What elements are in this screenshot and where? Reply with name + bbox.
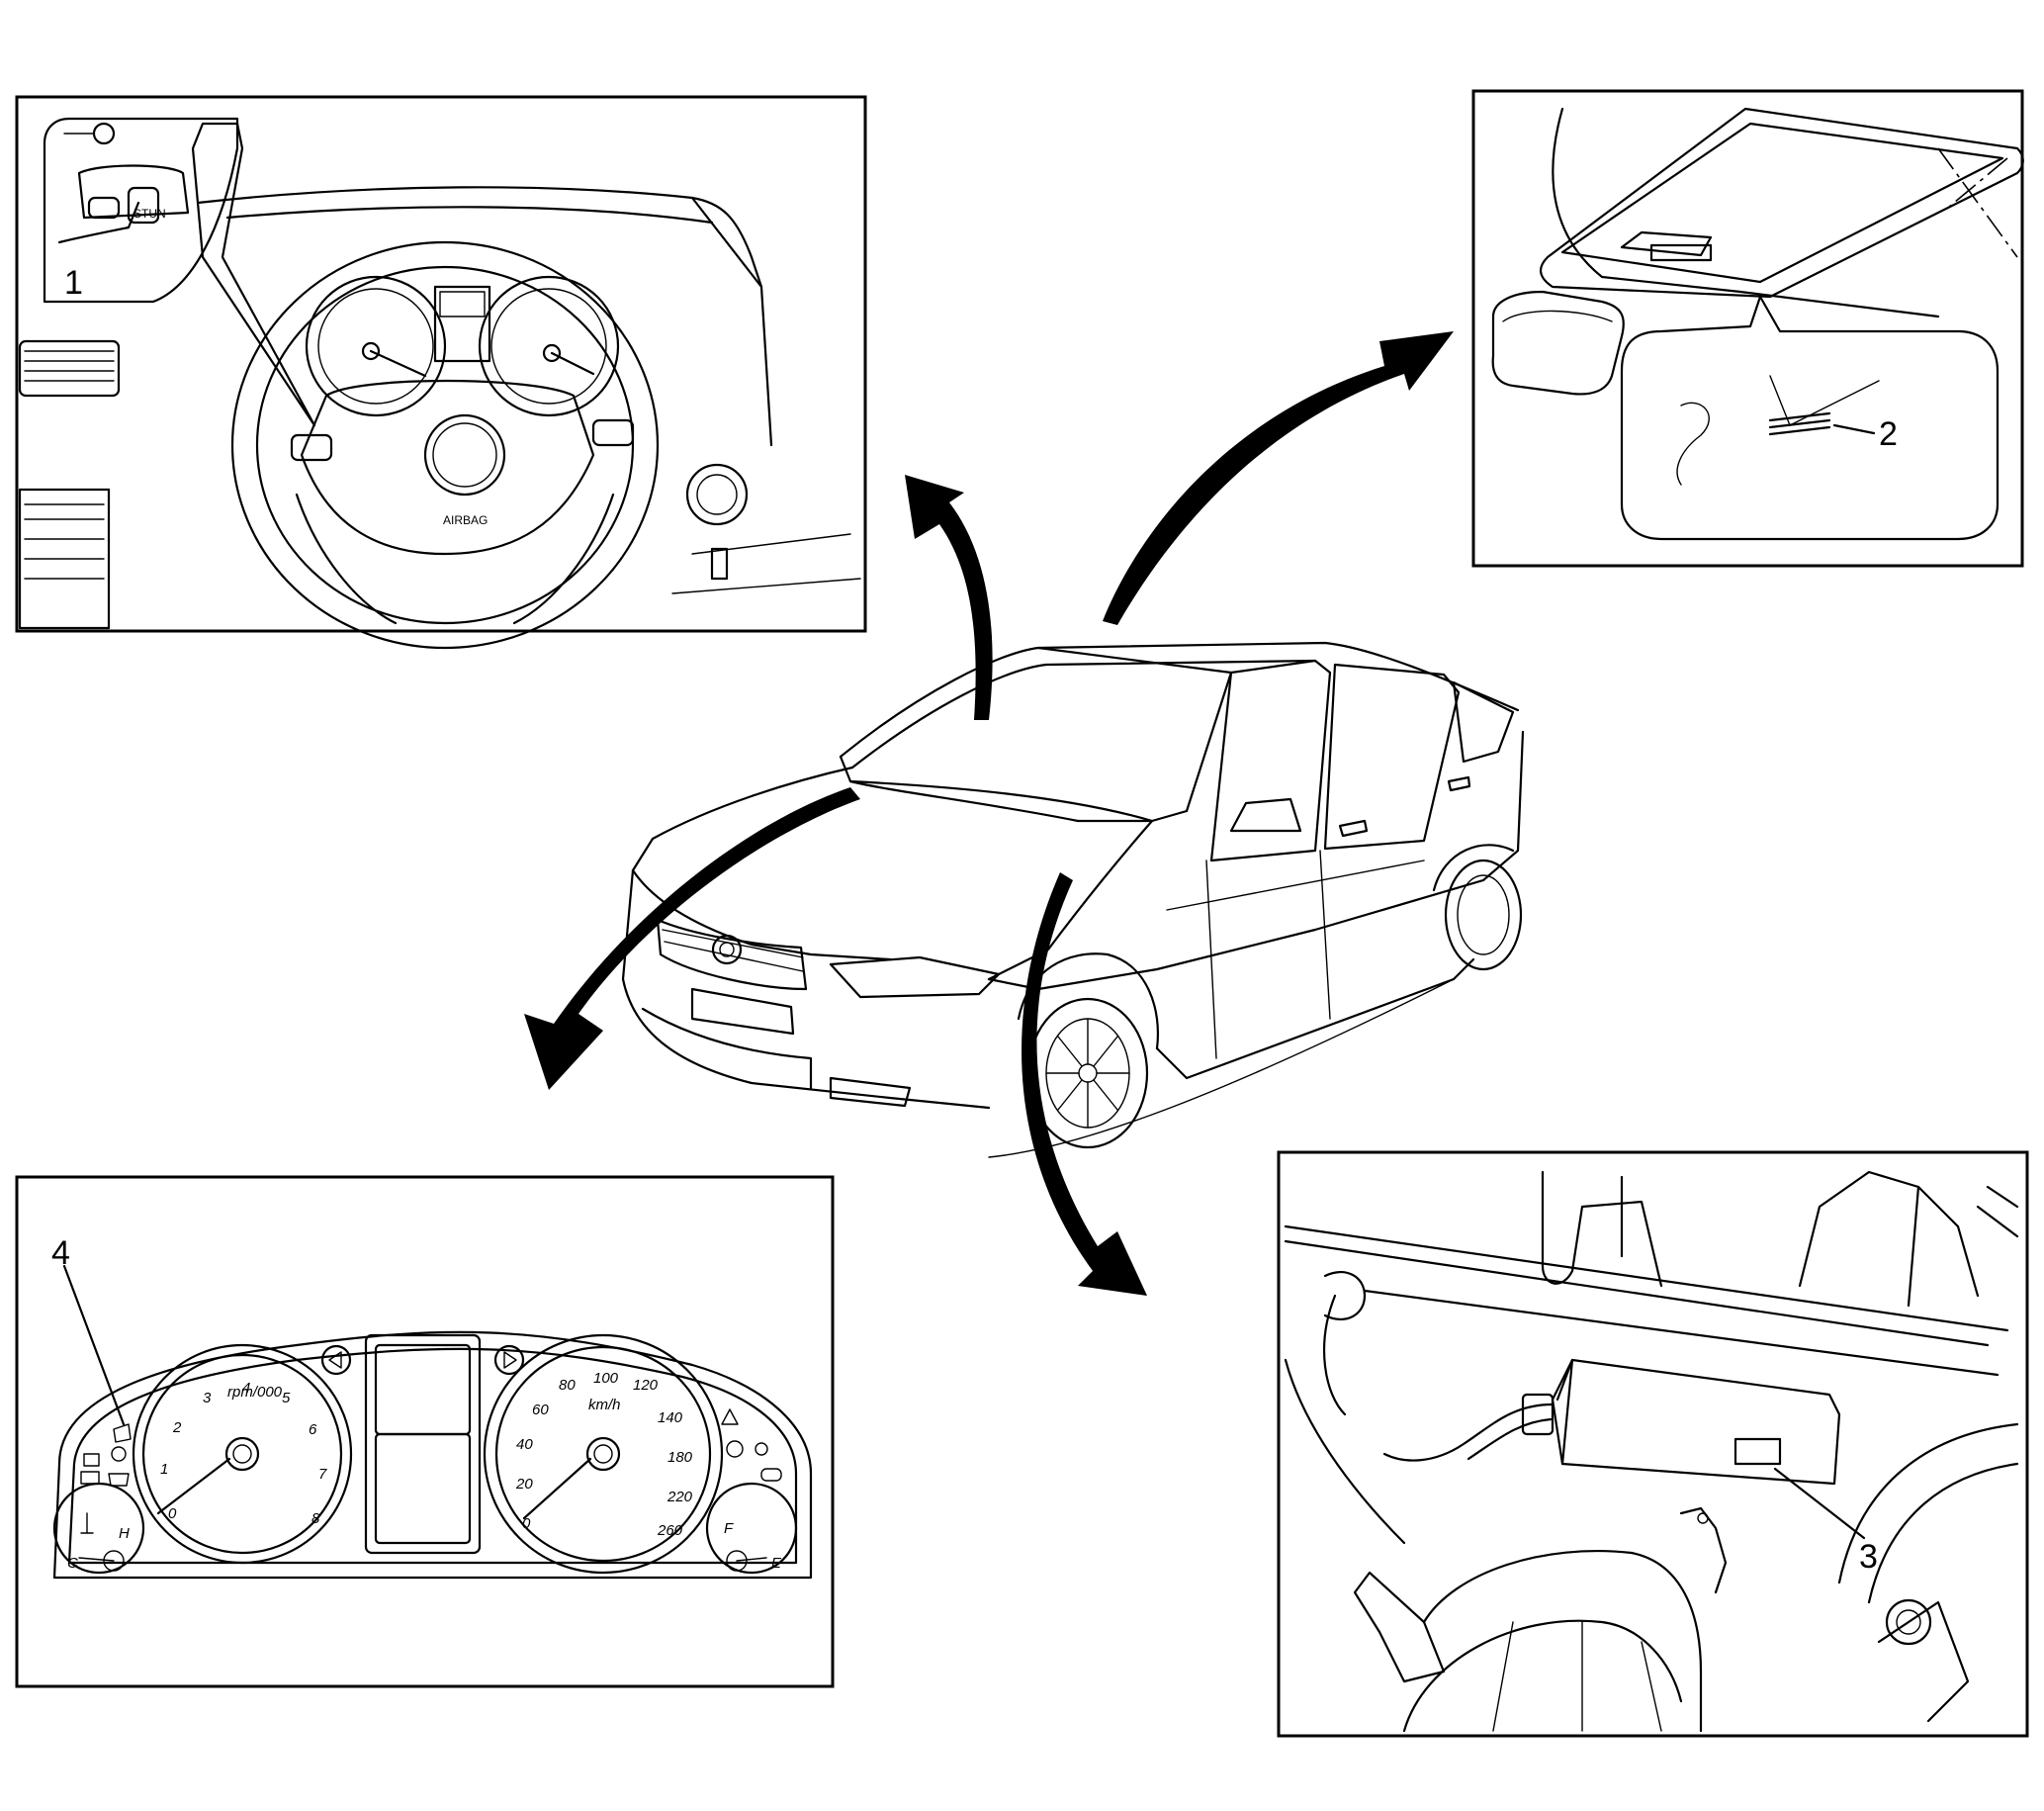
- airbag-label: AIRBAG: [443, 513, 488, 527]
- callout-1: 1: [64, 264, 83, 302]
- panel-instrument-cluster: rpm/000 0 1 2 3 4 5 6 7 8 km/h 0 20 40 6…: [15, 1175, 835, 1688]
- temp-hot-label: H: [119, 1525, 130, 1542]
- warning-lamps-left: [80, 1423, 132, 1487]
- speed-tick-100: 100: [593, 1370, 619, 1387]
- speed-tick-140: 140: [658, 1409, 683, 1426]
- tach-tick-6: 6: [309, 1421, 317, 1438]
- speed-tick-40: 40: [516, 1436, 533, 1453]
- tach-tick-0: 0: [168, 1505, 177, 1522]
- arrow-to-steering-wheel: [905, 475, 993, 720]
- speed-tick-labels: 0 20 40 60 80 100 120 140 180 220 260: [515, 1370, 693, 1539]
- panel-overhead-console: 2: [1471, 89, 2024, 568]
- speed-tick-80: 80: [559, 1377, 576, 1394]
- callout-3: 3: [1859, 1538, 1878, 1576]
- arrow-to-instrument-cluster: [524, 787, 860, 1090]
- speed-tick-260: 260: [657, 1522, 683, 1539]
- tach-unit: rpm/000: [227, 1384, 283, 1401]
- arrow-to-overhead-console: [1103, 331, 1454, 625]
- temp-cold-label: C: [67, 1555, 78, 1572]
- tach-tick-2: 2: [172, 1419, 182, 1436]
- tach-tick-4: 4: [242, 1380, 250, 1397]
- speed-unit: km/h: [588, 1397, 621, 1413]
- speed-tick-220: 220: [667, 1489, 693, 1505]
- tach-tick-3: 3: [203, 1390, 212, 1406]
- tach-tick-8: 8: [311, 1510, 320, 1527]
- speed-tick-20: 20: [515, 1476, 533, 1493]
- tach-tick-5: 5: [282, 1390, 291, 1406]
- speed-tick-60: 60: [532, 1402, 549, 1418]
- speed-tick-120: 120: [633, 1377, 659, 1394]
- panel-module-location: 3: [1277, 1150, 2029, 1738]
- speed-tick-180: 180: [667, 1449, 693, 1466]
- fuel-full-label: F: [724, 1520, 734, 1537]
- callout-2: 2: [1879, 415, 1898, 453]
- arrow-to-module: [1022, 872, 1147, 1296]
- tach-tick-labels: 0 1 2 3 4 5 6 7 8: [160, 1380, 327, 1527]
- panel-steering-wheel: AIRBAG STUN 1: [15, 95, 867, 650]
- tach-tick-7: 7: [318, 1466, 327, 1483]
- stun-button-label: STUN: [133, 207, 166, 221]
- sedan-vehicle: [621, 641, 1525, 1158]
- fuel-empty-label: E: [771, 1555, 782, 1572]
- warning-lamps-right: [721, 1408, 782, 1482]
- tach-tick-1: 1: [160, 1461, 168, 1478]
- speed-tick-0: 0: [522, 1515, 531, 1532]
- callout-4: 4: [51, 1234, 70, 1272]
